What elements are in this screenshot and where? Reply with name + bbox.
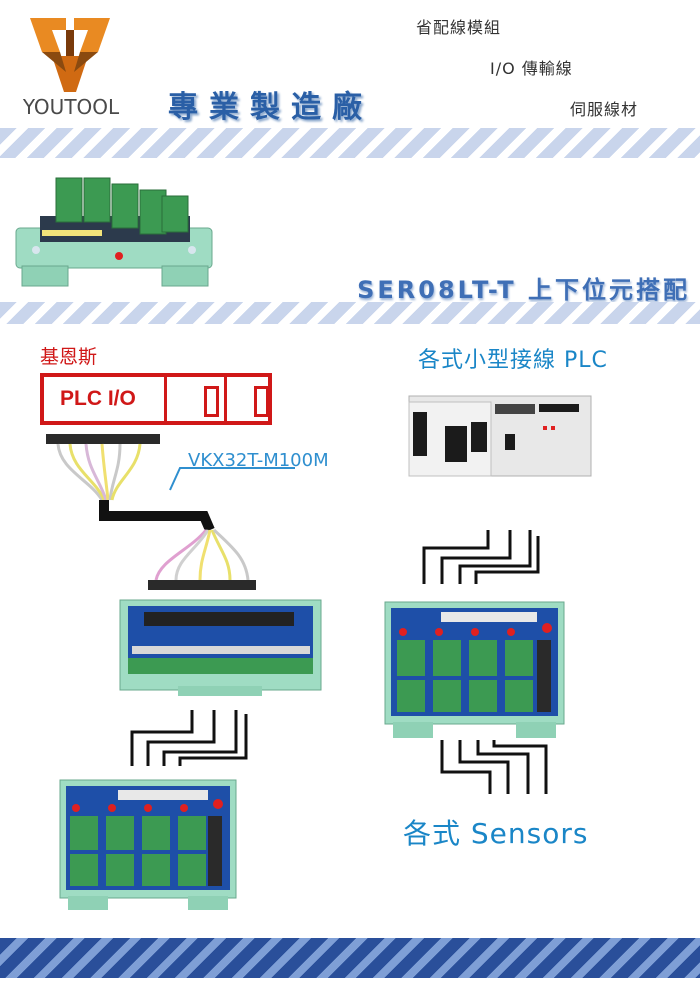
sensors-label: 各式 Sensors bbox=[403, 817, 589, 850]
wire-bundle-right-bottom bbox=[434, 738, 554, 796]
logo bbox=[22, 12, 118, 98]
banner-stripe bbox=[0, 302, 700, 324]
flat-cable-image bbox=[40, 430, 360, 600]
tag-io-cable: I/O 傳輸線 bbox=[490, 59, 573, 78]
plc-divider bbox=[164, 377, 167, 421]
relay-board-icon bbox=[384, 601, 565, 738]
tag-servo-cable: 伺服線材 bbox=[570, 100, 639, 119]
product-image bbox=[12, 170, 217, 290]
terminal-block-icon bbox=[15, 177, 213, 287]
connector-slot-icon bbox=[204, 386, 219, 417]
brand-name: YOUTOOL bbox=[22, 95, 120, 119]
cable-icon bbox=[46, 434, 295, 590]
ser08lt-board-right bbox=[383, 600, 566, 740]
slogan: 專業製造廠 bbox=[168, 90, 373, 125]
connector-slot-icon bbox=[254, 386, 269, 417]
footer-base bbox=[0, 978, 700, 990]
plc-io-box: PLC I/O bbox=[40, 373, 272, 425]
wires-icon bbox=[422, 530, 540, 584]
plc-io-label: PLC I/O bbox=[60, 387, 136, 410]
wires-icon bbox=[440, 740, 548, 794]
cable-label: VKX32T-M100M bbox=[188, 450, 329, 471]
youtool-logo-icon bbox=[30, 18, 110, 92]
footer-stripe bbox=[0, 938, 700, 978]
mitsubishi-plc-image bbox=[405, 382, 595, 490]
small-plc-label: 各式小型接線 PLC bbox=[418, 348, 608, 373]
plc-unit-icon bbox=[408, 395, 592, 477]
wire-bundle-right-top bbox=[420, 528, 540, 586]
ser08lt-board-left bbox=[58, 778, 238, 913]
terminal-board-icon bbox=[119, 599, 322, 696]
wires-icon bbox=[130, 710, 248, 766]
terminal-board-large bbox=[118, 598, 323, 698]
keyence-label: 基恩斯 bbox=[40, 346, 98, 368]
relay-board-icon bbox=[59, 779, 237, 910]
plc-divider bbox=[224, 377, 227, 421]
wire-bundle-left bbox=[128, 708, 248, 768]
model-title: SER08LT-T 上下位元搭配 bbox=[357, 276, 690, 304]
tag-wiring-module: 省配線模組 bbox=[416, 18, 502, 37]
header-stripe bbox=[0, 128, 700, 158]
